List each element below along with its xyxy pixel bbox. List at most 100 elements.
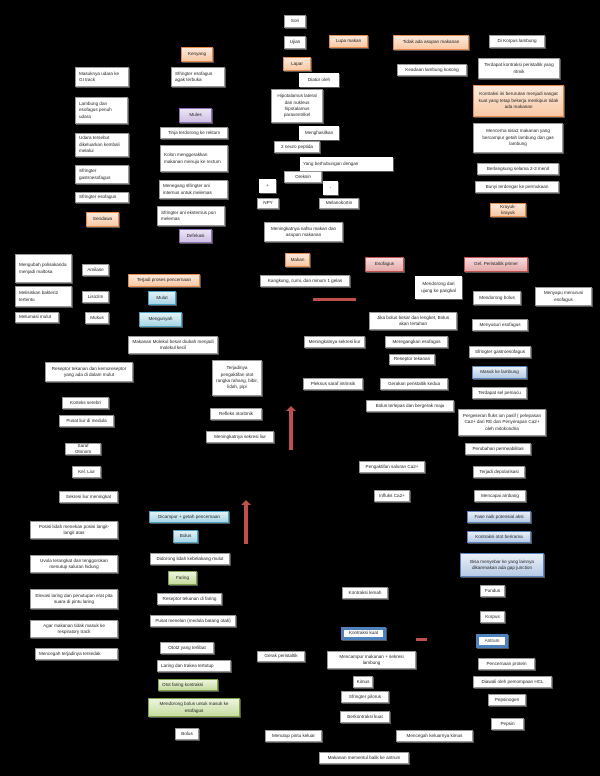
node-agar-makanan: Agar makanan tidak masuk ke respiratory … (30, 620, 118, 638)
node-diawali-hcl: Diawali oleh pemompaan HCL (473, 676, 552, 688)
node-didorong-lidah: Didorong lidah kebelakang mulut (150, 553, 230, 565)
node-otot-faring: Otot faring kontraksi (158, 679, 218, 691)
node-berkontraksi-kuat: Berkontraksi kuat (340, 711, 390, 723)
node-amilase: Amilase (82, 264, 109, 276)
node-saraf-otonom: Saraf Otonom (65, 443, 101, 455)
node-npy: NPY (257, 198, 279, 209)
node-lambung-esofagus: Lambung dan esofagus penuh udara (75, 97, 128, 124)
node-perubahan-perm: Perubahan permeabilitas (465, 443, 531, 455)
node-dicampur: Dicampur + getah pencernaan (149, 511, 229, 523)
node-ujian: Ujian (284, 36, 306, 49)
node-kontraksi-kuat: Kontraksi kuat (341, 627, 386, 640)
node-pergeseran: Pergeseran fluks ion pasif ( pelepasan C… (458, 409, 546, 436)
node-pengaktifan-ca: Pengaktifan saluran Ca2+ (359, 461, 425, 473)
node-terjadinya-pengaktifan: Terjadinya pengaktifan otot rangka rahan… (212, 360, 262, 396)
node-mencegah-kimus: Mencegah keluarnya kimus (396, 730, 473, 742)
node-gerak-peristaltik: Gerak peristaltik (257, 651, 305, 662)
node-elevasi: Elevasi laring dan penutupan erat pita s… (30, 589, 118, 609)
node-hipotalamus: Hipotalamus lateral dan nukleus hipotala… (271, 89, 323, 123)
node-melisiskan: Melisiskan bakteri2 tertentu (15, 286, 72, 307)
node-sfingter-ani-ekst: Sfringter ani eksternus pun melemas (157, 206, 225, 226)
node-kontraksi-kuat-oranye: Kontraksi ini berurutan menjadi sangat k… (473, 85, 564, 117)
node-mendorong-ujung: Mendorong dari ujung ke pangkal (415, 276, 462, 299)
node-kimus: Kimus (353, 676, 373, 688)
node-korteks: Korteks serebri (62, 397, 109, 409)
node-defekasi: Defekasi (179, 229, 212, 243)
node-kontraksi-lemah: Kontraksi lemah (342, 587, 388, 599)
node-bisa-menyebar: Bisa menyebar ke yang lainnya dikarenaka… (460, 553, 544, 577)
node-jika-bolus: Jika bolus besar dan lengket, Bolus akan… (369, 312, 457, 330)
node-berhubungan: Yang berhubungan dengan (300, 157, 393, 171)
node-mendorong-bolus-esofagus: Mendorong bolus untuk masuk ke esofagus (148, 698, 240, 717)
node-sfingter-gastro-2: Sfringter gastroesofagus (469, 346, 531, 358)
node-menyusuri: Menyusuri esofagus (472, 319, 528, 331)
node-menghasilkan: Menghasilkan (299, 126, 339, 140)
node-minus: - (323, 181, 338, 195)
node-meningkatnya-sekresi-1: Meningkatnya sekresi liur (304, 336, 365, 348)
node-pencernaan-protein: Pencernaan protein (478, 658, 535, 670)
node-pepsin: Pepsin (491, 718, 524, 730)
node-makanan-molekul: Makanan Molekul besar diubah menjadi mol… (128, 336, 218, 354)
node-udara-keluar: Udara tersebut dikeluarkan kembali melal… (75, 133, 129, 157)
node-masuk-lambung: Masuk ke lambung (472, 366, 527, 379)
node-reseptor-tekanan: Reseptor tekanan (389, 354, 435, 365)
node-krayuk: Krayuk-krayuk (490, 203, 526, 217)
arrow-up-icon (286, 406, 296, 450)
node-meregangkan: Meregangkan esofagus (385, 336, 448, 348)
node-fase-naik: Fase naik potensial aksi (467, 511, 531, 523)
node-bunyi: Bunyi terdengar ke permukaan (475, 181, 559, 193)
node-kel-liur: Kel. Liur (72, 466, 101, 478)
node-sfingter-gastro: Sfringter gastroesofagus (75, 165, 129, 184)
node-melumasi: Melumasi mulut (15, 312, 59, 323)
node-tinja: Tinja terdorong ke rektum (160, 127, 228, 139)
node-laring-trakea: Laring dan trakea tertutup (157, 660, 231, 672)
node-di-korpus: Di Korpus lambung (489, 35, 545, 48)
node-mules: Mules (179, 108, 212, 123)
node-oreksin: Oreksin (284, 171, 322, 183)
node-menutup-pintu: Menutup pintu keluar (265, 730, 322, 742)
node-pusat-liur: Pusat liur di medula (59, 415, 114, 427)
node-korpus: Korpus (480, 611, 505, 623)
node-pepsinogen: Pepsinogen (488, 694, 526, 706)
node-refleks: Refleks otoritmik (210, 408, 262, 420)
node-lapar: Lapar (283, 57, 311, 71)
node-diatur-oleh: Diatur oleh (299, 73, 339, 87)
node-bolus-1: Bolus (173, 530, 198, 543)
node-masuknya-udara: Masuknya udara ke GI track (75, 67, 129, 87)
node-lisozim: Lisozim (82, 291, 109, 303)
node-otot2: Otot2 yang terlibat (160, 642, 214, 654)
node-sori: Sori (284, 15, 306, 28)
node-meningkatnya-sekresi-2: Meningkatnya sekresi liur (206, 431, 274, 443)
node-mendorong-bolus: Mendorong bolus (473, 291, 521, 305)
node-kontraksi-berirama: Kontraksi otot berirama (467, 531, 531, 543)
arrow-left-icon (416, 638, 427, 641)
node-mukus: Mukus (85, 312, 109, 324)
node-reseptor-kemo: Reseptor tekanan dan kemoreseptor yang a… (45, 362, 133, 382)
node-mengunyah: Mengunyah (139, 312, 182, 327)
node-meningkatnya-nafsu: Meningkatnya nafsu makan dan asupan maka… (264, 222, 343, 242)
node-faring: Faring (168, 571, 197, 585)
node-bolus-terlepas: Bolus terlepas dan bergerak maju (366, 400, 454, 412)
node-terjadi-depol: Terjadi depolarisasi (473, 466, 525, 478)
node-kangkung: Kangkung, cumi, dan minum 1 gelas (260, 275, 350, 287)
node-menyapu: Menyapu menuruni esofagus (535, 287, 592, 306)
node-pleksus: Pleksus saraf intrinsik (303, 378, 363, 390)
node-uvula: Uvula terangkat dan tenggorokan menutup … (30, 555, 118, 573)
node-sfingter-pilorus: Sfringter pilorus (341, 691, 389, 703)
node-kolon: Kolon menggerakkan makanan menuju ke rec… (160, 145, 228, 172)
node-terdapat-pemacu: Terdapat sel pemacu (472, 387, 527, 399)
node-kontraksi-ritmik: Terdapat kontraksi peristaltik yang ritm… (478, 58, 560, 79)
node-keadaan-kosong: Keadaan lambung kosong (397, 64, 467, 76)
node-mencegah-tersedak: Mencegah terjadinya tersedak (35, 648, 118, 660)
node-bolus-2: Bolus (175, 728, 199, 740)
node-menegang-ani: Menegang sfringter ani internus untuk me… (159, 180, 228, 199)
node-terjadi-proses: Terjadi proses pencernaan (128, 274, 200, 287)
node-mulut: Mulut (148, 291, 176, 305)
node-melanokortin: Melanokortin (319, 198, 359, 209)
node-influks: Influks Ca2+ (374, 490, 410, 502)
node-antrum: Antrum (476, 634, 508, 648)
node-mengubah-poli: Mengubah polisakarida menjadi maltosa (15, 254, 72, 283)
node-reseptor-faring: Reseptor tekanan di faring (157, 593, 222, 605)
node-mencapai-ambang: Mencapai ambang (474, 490, 526, 502)
node-makan: Makan (285, 253, 310, 267)
